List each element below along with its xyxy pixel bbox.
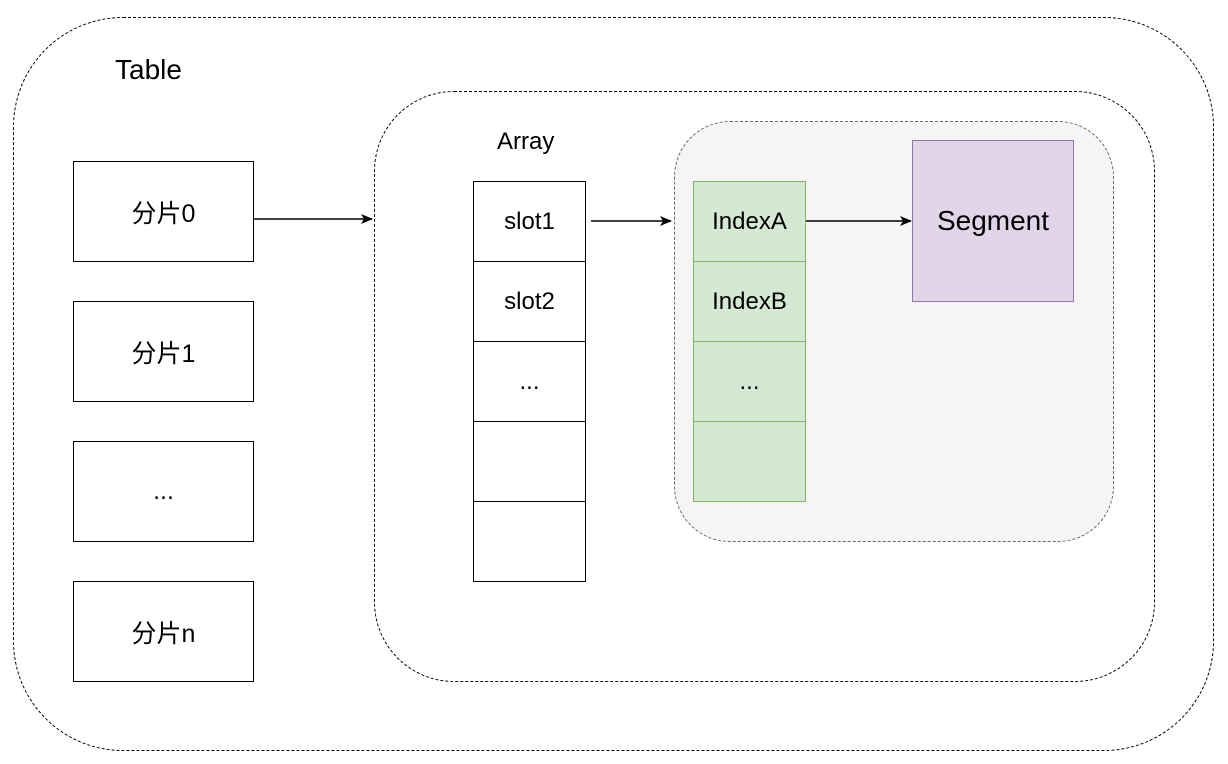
shard-box-0: 分片0: [73, 161, 254, 262]
array-slot-empty-1: [473, 421, 586, 502]
table-container: [13, 17, 1214, 751]
shard-box-1: 分片1: [73, 301, 254, 402]
array-slot-ellipsis: ...: [473, 341, 586, 422]
array-label: Array: [497, 128, 555, 155]
index-cell-b: IndexB: [693, 261, 806, 342]
array-slot-2: slot2: [473, 261, 586, 342]
shard-box-n: 分片n: [73, 581, 254, 682]
index-cell-a: IndexA: [693, 181, 806, 262]
segment-box: Segment: [912, 140, 1074, 302]
shard-box-ellipsis: ...: [73, 441, 254, 542]
index-cell-empty: [693, 421, 806, 502]
array-slot-empty-2: [473, 501, 586, 582]
array-container: [374, 91, 1155, 682]
table-label: Table: [115, 54, 182, 85]
